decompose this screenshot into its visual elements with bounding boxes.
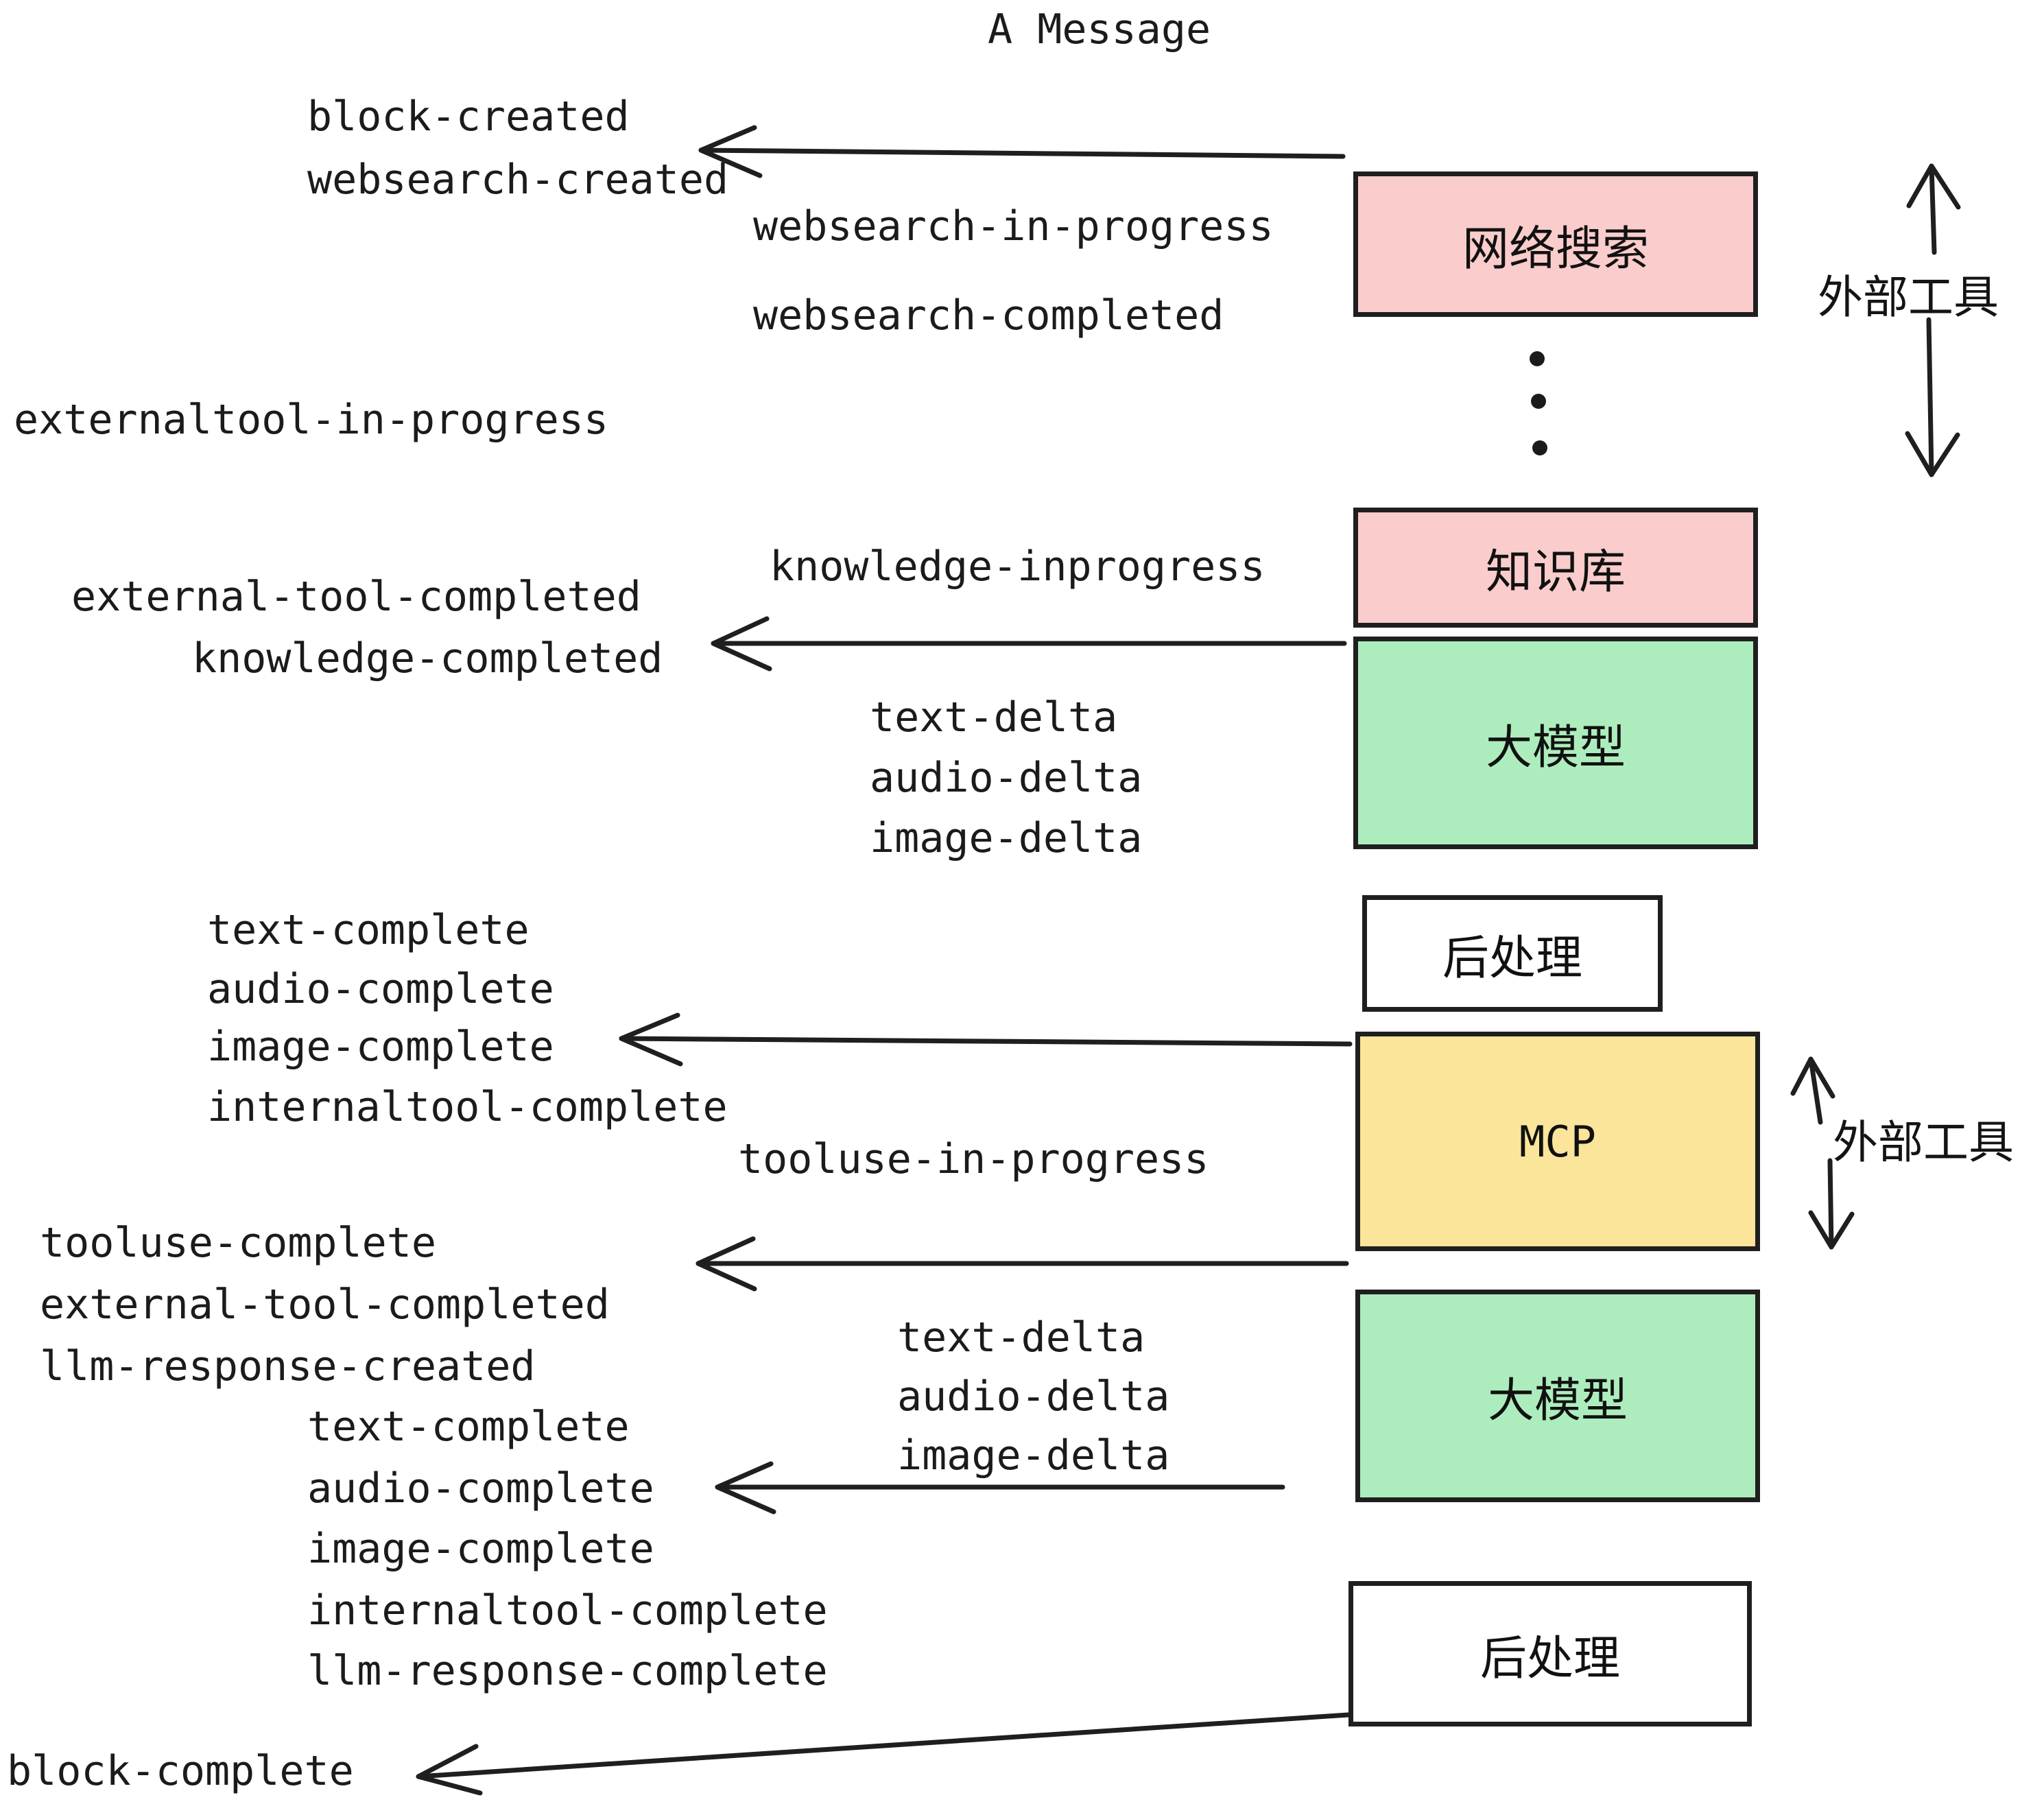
node-llm-first-label: 大模型: [1485, 720, 1626, 775]
event-image-complete-2: image-complete: [307, 1525, 654, 1573]
event-knowledge-inprogress: knowledge-inprogress: [770, 543, 1265, 591]
arrow-websearch-to-blockcreated: [698, 125, 1346, 178]
event-audio-complete-2: audio-complete: [307, 1464, 654, 1512]
event-image-delta-2: image-delta: [897, 1432, 1170, 1480]
node-llm-second[interactable]: 大模型: [1355, 1290, 1760, 1502]
node-postprocess-first-label: 后处理: [1442, 931, 1582, 986]
node-postprocess-first[interactable]: 后处理: [1362, 895, 1663, 1012]
event-image-complete-1: image-complete: [207, 1023, 554, 1071]
event-text-delta-1: text-delta: [870, 693, 1118, 741]
event-internaltool-complete-2: internaltool-complete: [307, 1587, 828, 1635]
arrow-mcp-to-toolusecomplete: [696, 1236, 1349, 1292]
event-text-complete-1: text-complete: [207, 906, 530, 954]
event-external-tool-completed-2: external-tool-completed: [40, 1281, 610, 1329]
ellipsis-dot: [1530, 351, 1545, 366]
page-title: A Message: [988, 5, 1211, 54]
event-websearch-created: websearch-created: [307, 156, 729, 204]
label-external-tools-top: 外部工具: [1818, 271, 1999, 324]
event-tooluse-complete: tooluse-complete: [40, 1219, 436, 1267]
node-websearch[interactable]: 网络搜索: [1353, 171, 1758, 317]
event-tooluse-in-progress: tooluse-in-progress: [738, 1135, 1209, 1183]
event-text-complete-2: text-complete: [307, 1403, 630, 1451]
arrow-postprocess1-to-imagecomplete: [619, 1012, 1353, 1067]
node-postprocess-second-label: 后处理: [1479, 1631, 1620, 1686]
event-audio-delta-2: audio-delta: [897, 1373, 1170, 1421]
event-audio-delta-1: audio-delta: [870, 754, 1143, 802]
event-externaltool-in-progress: externaltool-in-progress: [14, 396, 608, 444]
event-internaltool-complete-1: internaltool-complete: [207, 1083, 728, 1131]
event-knowledge-completed: knowledge-completed: [192, 634, 663, 683]
label-external-tools-bottom: 外部工具: [1833, 1116, 2014, 1169]
node-postprocess-second[interactable]: 后处理: [1348, 1581, 1752, 1726]
node-mcp[interactable]: MCP: [1355, 1032, 1760, 1251]
event-llm-response-created: llm-response-created: [40, 1342, 536, 1390]
event-llm-response-complete: llm-response-complete: [307, 1647, 828, 1695]
event-websearch-completed: websearch-completed: [753, 292, 1224, 340]
event-external-tool-completed-1: external-tool-completed: [71, 573, 641, 621]
node-llm-second-label: 大模型: [1487, 1373, 1628, 1428]
node-websearch-label: 网络搜索: [1462, 222, 1649, 276]
arrow-knowledge-to-knowledgecompleted: [711, 616, 1347, 672]
ellipsis-dot: [1532, 440, 1547, 455]
event-text-delta-2: text-delta: [897, 1314, 1145, 1362]
event-block-created: block-created: [307, 93, 630, 141]
event-audio-complete-1: audio-complete: [207, 965, 554, 1013]
node-knowledge[interactable]: 知识库: [1353, 508, 1758, 628]
node-mcp-label: MCP: [1519, 1116, 1596, 1167]
node-knowledge-label: 知识库: [1485, 545, 1626, 600]
arrow-postprocess2-to-blockcomplete: [416, 1712, 1351, 1796]
event-image-delta-1: image-delta: [870, 814, 1143, 862]
event-block-complete: block-complete: [7, 1747, 354, 1795]
ellipsis-dot: [1531, 394, 1546, 409]
node-llm-first[interactable]: 大模型: [1353, 637, 1758, 849]
event-websearch-in-progress: websearch-in-progress: [753, 202, 1274, 250]
